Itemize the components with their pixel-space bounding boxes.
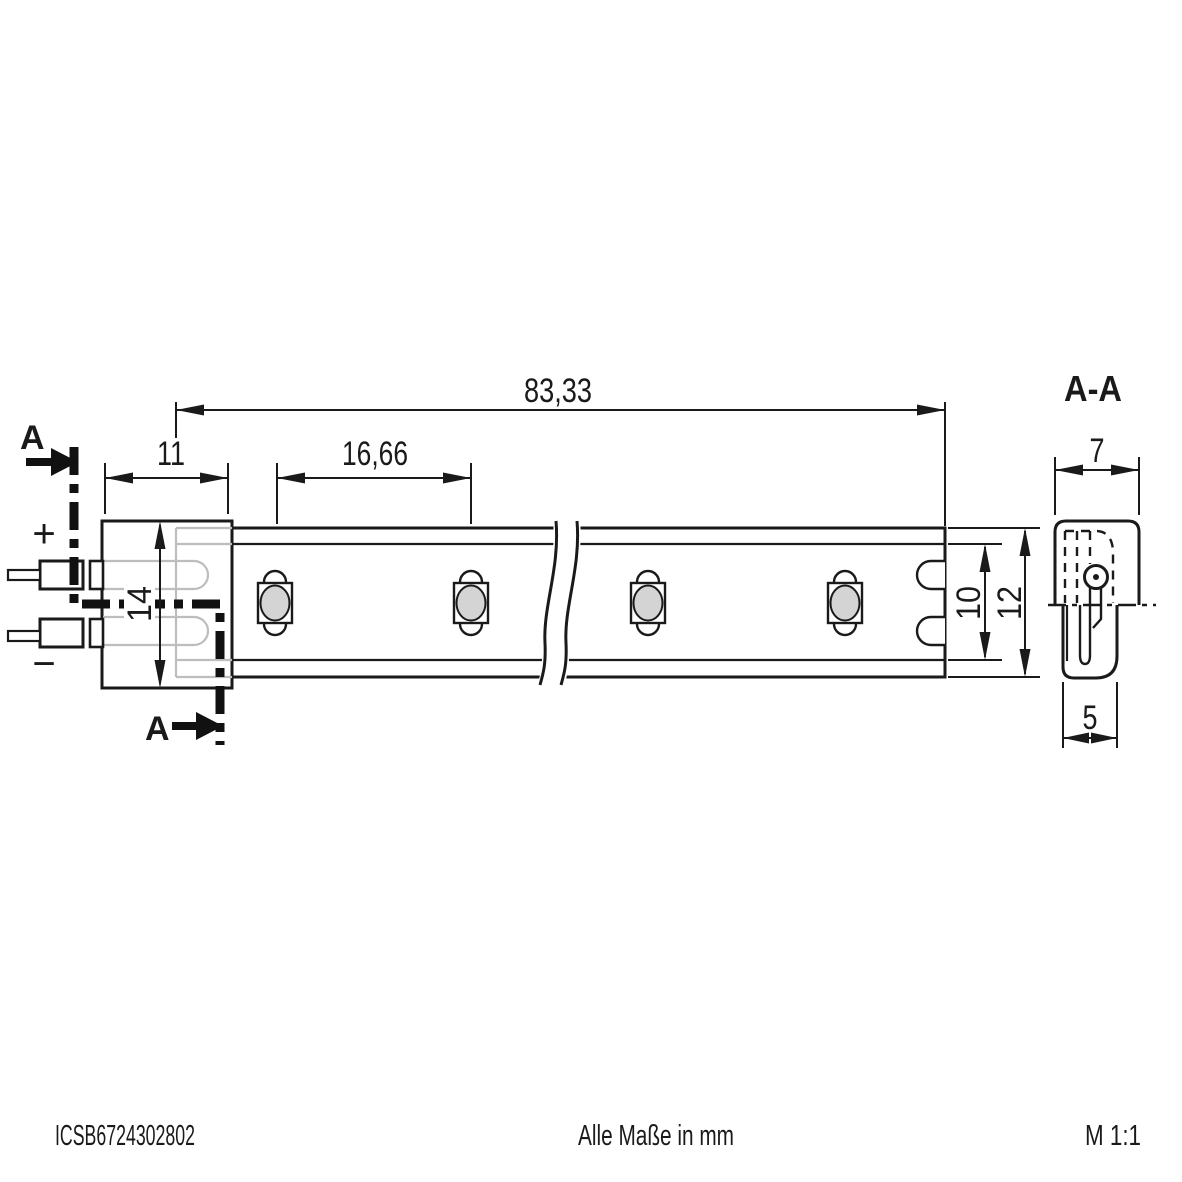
dim-label-backing xyxy=(124,580,155,628)
dim-label-led-pitch: 16,66 xyxy=(342,435,408,473)
break-line-right xyxy=(559,520,580,686)
dim-connector-height xyxy=(154,521,166,688)
dim-section-width xyxy=(1054,457,1140,515)
dim-label-total-length: 83,33 xyxy=(524,372,592,410)
cut-label-bottom: A xyxy=(145,710,170,748)
dim-label-connector-height: 14 xyxy=(121,586,159,622)
led-lens xyxy=(829,584,861,622)
dim-inner-height xyxy=(948,543,1002,661)
dim-label-section-depth: 5 xyxy=(1083,699,1098,737)
led-1 xyxy=(256,569,294,637)
dim-label-outer-height: 12 xyxy=(991,586,1029,620)
wire-positive xyxy=(6,568,42,582)
dim-label-backing xyxy=(152,438,190,468)
dim-label-inner-height: 10 xyxy=(950,586,988,620)
end-pad-bottom xyxy=(915,615,945,647)
led-2 xyxy=(452,569,490,637)
footer-article-number: ICSB6724302802 xyxy=(55,1120,195,1152)
connector-tab-negative xyxy=(88,617,105,649)
break-line-left xyxy=(538,520,559,686)
dim-label-connector-length: 11 xyxy=(157,435,185,473)
led-4 xyxy=(826,569,864,637)
contact-pin-bottom xyxy=(103,615,210,647)
led-lens xyxy=(259,584,291,622)
section-contact-pin-center xyxy=(1093,574,1099,580)
dim-section-depth xyxy=(1062,682,1118,748)
strip-body xyxy=(230,526,947,679)
section-hidden-edges xyxy=(1063,529,1115,603)
polarity-negative-label: − xyxy=(32,642,55,686)
cut-label-top: A xyxy=(20,419,45,457)
section-title: A-A xyxy=(1064,368,1122,409)
dimensions xyxy=(104,402,1040,688)
break-mask xyxy=(537,519,581,687)
cut-arrow-top-head xyxy=(51,448,78,476)
connector-tab-positive xyxy=(88,559,105,591)
dim-led-pitch xyxy=(276,463,472,524)
wire-negative xyxy=(6,629,42,643)
section-view: A-A 7 xyxy=(1048,368,1156,748)
led-strip xyxy=(230,519,947,687)
led-3 xyxy=(629,569,667,637)
terminal-negative xyxy=(38,617,85,649)
section-shell xyxy=(1053,519,1141,605)
dim-connector-length xyxy=(104,463,229,514)
footer-units-note: Alle Maße in mm xyxy=(578,1120,734,1152)
led-lens xyxy=(632,584,664,622)
footer: ICSB6724302802 Alle Maße in mm M 1:1 xyxy=(55,1120,1141,1152)
section-pin-tip xyxy=(1092,588,1103,629)
polarity-positive-label: + xyxy=(32,512,55,556)
cut-arrow-bottom-head xyxy=(196,712,223,740)
dim-outer-height xyxy=(948,527,1040,678)
section-pcb-slot xyxy=(1078,588,1092,666)
end-pad-top xyxy=(915,559,945,591)
contact-pin-top xyxy=(103,559,210,591)
dim-label-section-width: 7 xyxy=(1090,432,1105,470)
dim-total-length xyxy=(175,402,946,526)
footer-scale: M 1:1 xyxy=(1085,1120,1141,1152)
led-lens xyxy=(455,584,487,622)
